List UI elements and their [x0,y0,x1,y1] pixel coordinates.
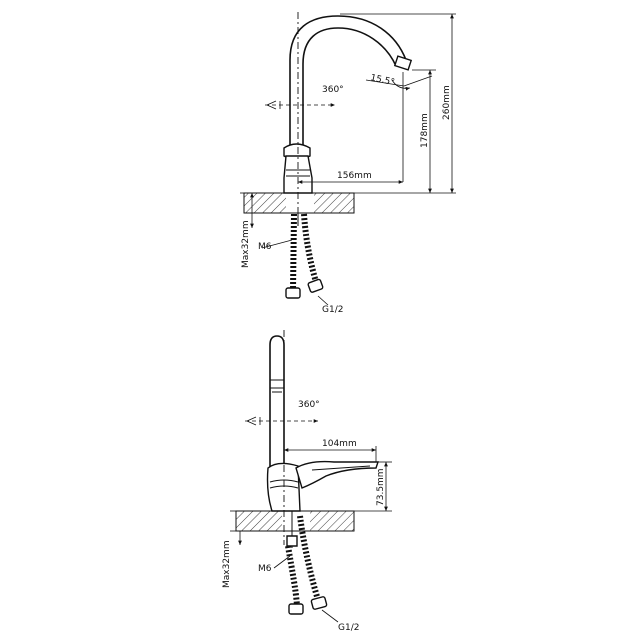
top-thickness-dimension [240,192,256,228]
top-thickness-label: Max32mm [241,220,251,268]
top-countertop [243,192,355,214]
top-gooseneck-spout [289,15,413,148]
top-total-height-label: 260mm [442,85,452,120]
top-angle-label: 15.5° [369,73,395,88]
top-rotation-arrow [265,100,335,110]
bottom-rotation-label: 360° [298,400,320,410]
top-angle-marker [365,75,433,91]
top-stud-label: M6 [258,242,272,252]
bottom-lever-height-dimension [354,461,392,512]
bottom-lever-length-label: 104mm [322,439,357,449]
top-faucet-view: 360° 15.5° 156mm 178mm 260mm [240,12,456,315]
top-thread-leader [317,295,329,306]
top-supply-hoses [285,213,324,299]
top-reach-dimension [298,72,404,184]
bottom-lever-height-label: 73.5mm [376,468,386,506]
top-reach-label: 156mm [337,171,372,181]
bottom-thread-leader [321,609,339,623]
bottom-rotation-arrow [245,416,318,426]
top-rotation-label: 360° [322,85,344,95]
bottom-lever-length-dimension [284,446,377,462]
bottom-tall-spout [269,335,285,469]
top-spout-height-dimension [354,69,436,194]
bottom-thickness-label: Max32mm [222,540,232,588]
bottom-thread-label: G1/2 [338,623,359,633]
bottom-stud-leader [273,555,291,569]
bottom-thickness-dimension [230,510,246,545]
bottom-supply-hoses [285,511,328,615]
top-stud-leader [261,239,293,249]
bottom-faucet-view: 360° 104mm 73.5mm Max32mm [222,330,392,633]
top-thread-label: G1/2 [322,305,343,315]
bottom-lever-handle [295,460,379,489]
bottom-countertop [235,510,355,532]
top-total-height-dimension [340,13,456,194]
bottom-stud-label: M6 [258,564,272,574]
top-spout-height-label: 178mm [420,113,430,148]
